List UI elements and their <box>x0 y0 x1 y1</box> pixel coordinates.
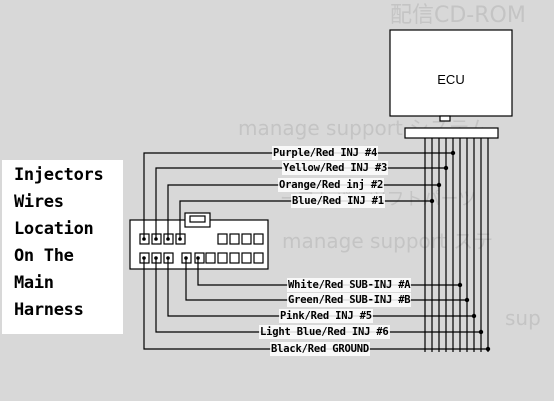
wire-label-black-red: Black/Red GROUND <box>270 342 370 356</box>
watermark-text-1: 配信CD-ROM <box>390 3 526 28</box>
ecu-connector <box>404 127 499 139</box>
wire-label-purple-red: Purple/Red INJ #4 <box>272 146 379 160</box>
wire-label-blue-red: Blue/Red INJ #1 <box>291 194 385 208</box>
title-panel: Injectors Wires Location On The Main Har… <box>2 160 123 334</box>
wire-label-yellow-red: Yellow/Red INJ #3 <box>282 161 389 175</box>
watermark-text-5: sup <box>505 306 541 330</box>
connector-latch-inner <box>189 215 206 223</box>
watermark-text-4: manage support ステ <box>282 229 493 253</box>
title-line-3: Location <box>14 219 94 239</box>
title-line-1: Injectors <box>14 165 104 185</box>
wire-label-pink-red: Pink/Red INJ #5 <box>279 309 373 323</box>
ecu-box <box>389 29 513 117</box>
title-line-2: Wires <box>14 192 64 212</box>
wire-label-white-red: White/Red SUB-INJ #A <box>287 278 412 292</box>
wire-black-red <box>143 258 488 350</box>
wire-label-orange-red: Orange/Red inj #2 <box>278 178 385 192</box>
title-line-6: Harness <box>14 300 84 320</box>
title-line-4: On The <box>14 246 74 266</box>
wire-label-light-blue-red: Light Blue/Red INJ #6 <box>259 325 390 339</box>
ecu-connector-top <box>439 115 451 122</box>
connector-latch <box>184 212 211 228</box>
title-line-5: Main <box>14 273 54 293</box>
wire-label-green-red: Green/Red SUB-INJ #B <box>287 293 412 307</box>
ecu-label: ECU <box>437 72 465 87</box>
